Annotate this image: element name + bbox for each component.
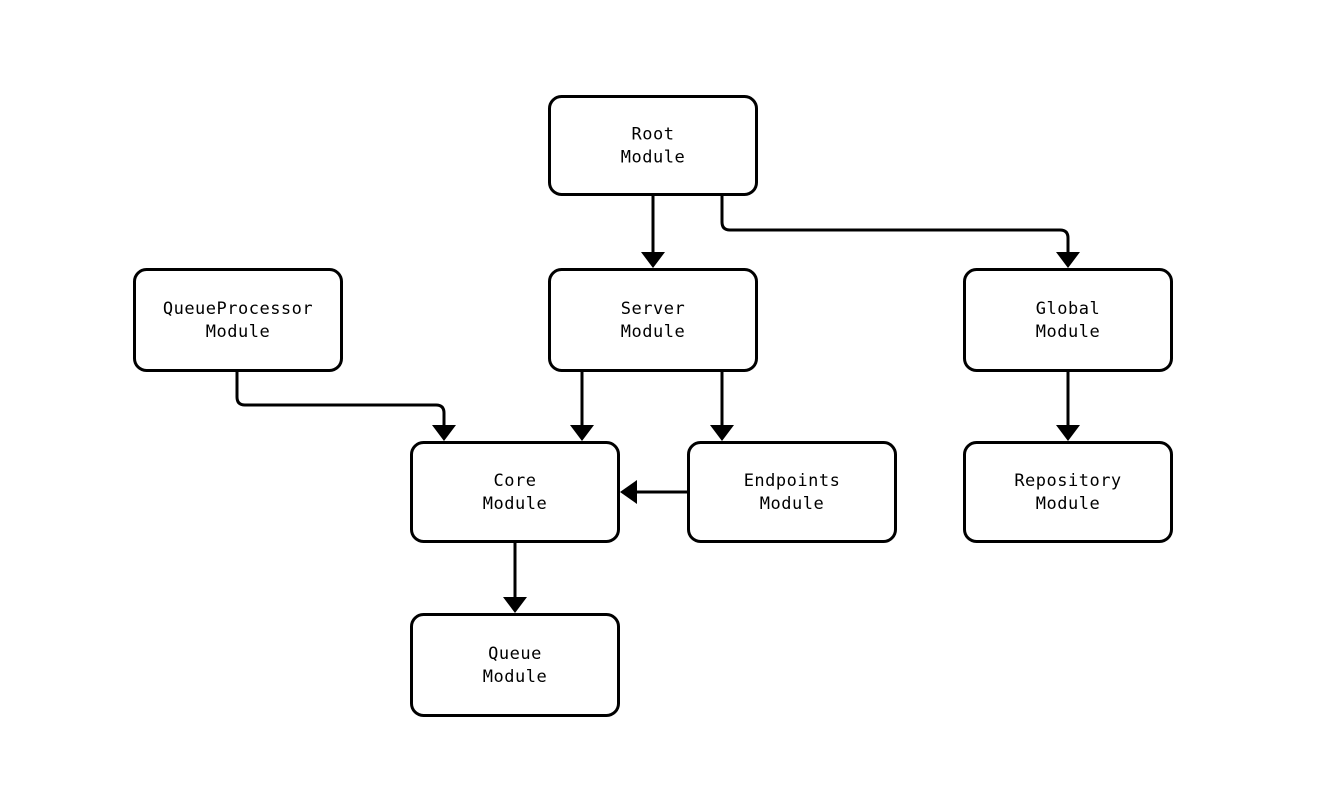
node-label-line2-repository: Module [1036, 494, 1100, 514]
arrowhead-icon [641, 252, 665, 268]
node-box-global[interactable] [963, 268, 1173, 372]
node-label-line1-server: Server [621, 299, 685, 319]
arrowhead-icon [1056, 252, 1080, 268]
node-box-server[interactable] [548, 268, 758, 372]
arrowhead-icon [1056, 425, 1080, 441]
edge-queueprocessor-to-core [235, 372, 446, 425]
node-label-line1-core: Core [494, 471, 537, 491]
edge-root-to-global [720, 196, 1070, 252]
node-label-line1-queueprocessor: QueueProcessor [163, 299, 313, 319]
node-box-endpoints[interactable] [687, 441, 897, 543]
node-label-line2-core: Module [483, 494, 547, 514]
node-box-root[interactable] [548, 95, 758, 196]
node-box-queueprocessor[interactable] [133, 268, 343, 372]
node-box-queue[interactable] [410, 613, 620, 717]
node-box-repository[interactable] [963, 441, 1173, 543]
node-label-line1-endpoints: Endpoints [744, 471, 841, 491]
node-label-line2-global: Module [1036, 322, 1100, 342]
arrowhead-icon [570, 425, 594, 441]
arrowheads-layer [432, 252, 1080, 613]
edges-layer [235, 196, 1070, 597]
node-box-core[interactable] [410, 441, 620, 543]
node-label-line1-queue: Queue [488, 644, 542, 664]
arrowhead-icon [620, 480, 637, 504]
node-label-line2-server: Module [621, 322, 685, 342]
node-label-line1-root: Root [632, 125, 675, 145]
arrowhead-icon [503, 597, 527, 613]
node-label-line1-global: Global [1036, 299, 1100, 319]
node-label-line1-repository: Repository [1014, 471, 1121, 491]
node-label-line2-root: Module [621, 148, 685, 168]
nodes-layer: RootModuleQueueProcessorModuleServerModu… [133, 95, 1173, 717]
arrowhead-icon [710, 425, 734, 441]
node-label-line2-queueprocessor: Module [206, 322, 270, 342]
node-label-line2-queue: Module [483, 667, 547, 687]
node-label-line2-endpoints: Module [760, 494, 824, 514]
arrowhead-icon [432, 425, 456, 441]
